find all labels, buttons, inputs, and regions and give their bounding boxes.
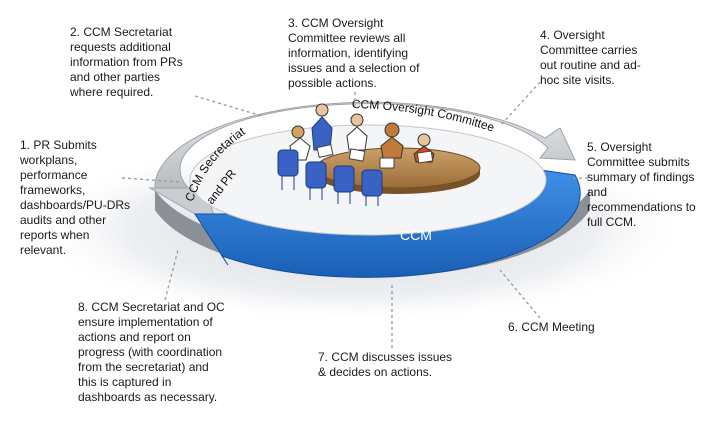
step-7-text: 7. CCM discusses issues & decides on act… <box>318 350 453 379</box>
leader-1 <box>121 177 181 183</box>
chair-4 <box>361 169 383 197</box>
step-6-text: 6. CCM Meeting <box>508 320 595 334</box>
step-4-text: 4. Oversight Committee carries out routi… <box>540 28 641 87</box>
leader-8 <box>164 249 179 301</box>
chair-2 <box>305 161 327 189</box>
chairs-front <box>277 149 383 206</box>
paper-1 <box>316 144 334 158</box>
step-8-text: 8. CCM Secretariat and OC ensure impleme… <box>78 300 225 404</box>
person-back-3 <box>380 122 404 159</box>
paper-3 <box>379 157 395 169</box>
leader-6 <box>499 269 541 319</box>
chair-1 <box>277 149 299 177</box>
paper-4 <box>416 150 434 164</box>
step-1-text: 1. PR Submits workplans, performance fra… <box>20 138 131 257</box>
table-edge <box>316 168 480 194</box>
leader-lines <box>121 81 588 348</box>
ring-label-ccm: CCM <box>400 227 432 243</box>
step-2-text: 2. CCM Secretariat requests additional i… <box>70 25 183 99</box>
leader-2 <box>194 95 263 117</box>
grey-ring <box>154 101 576 191</box>
meeting-illustration <box>277 103 481 206</box>
step-3-text: 3. CCM Oversight Committee reviews all i… <box>288 16 420 90</box>
person-back-2 <box>346 113 368 151</box>
person-back-1 <box>311 103 333 151</box>
leader-4 <box>499 81 541 127</box>
paper-2 <box>348 148 366 162</box>
chair-3 <box>333 165 355 193</box>
step-5-text: 5. Oversight Committee submits summary o… <box>587 140 696 229</box>
